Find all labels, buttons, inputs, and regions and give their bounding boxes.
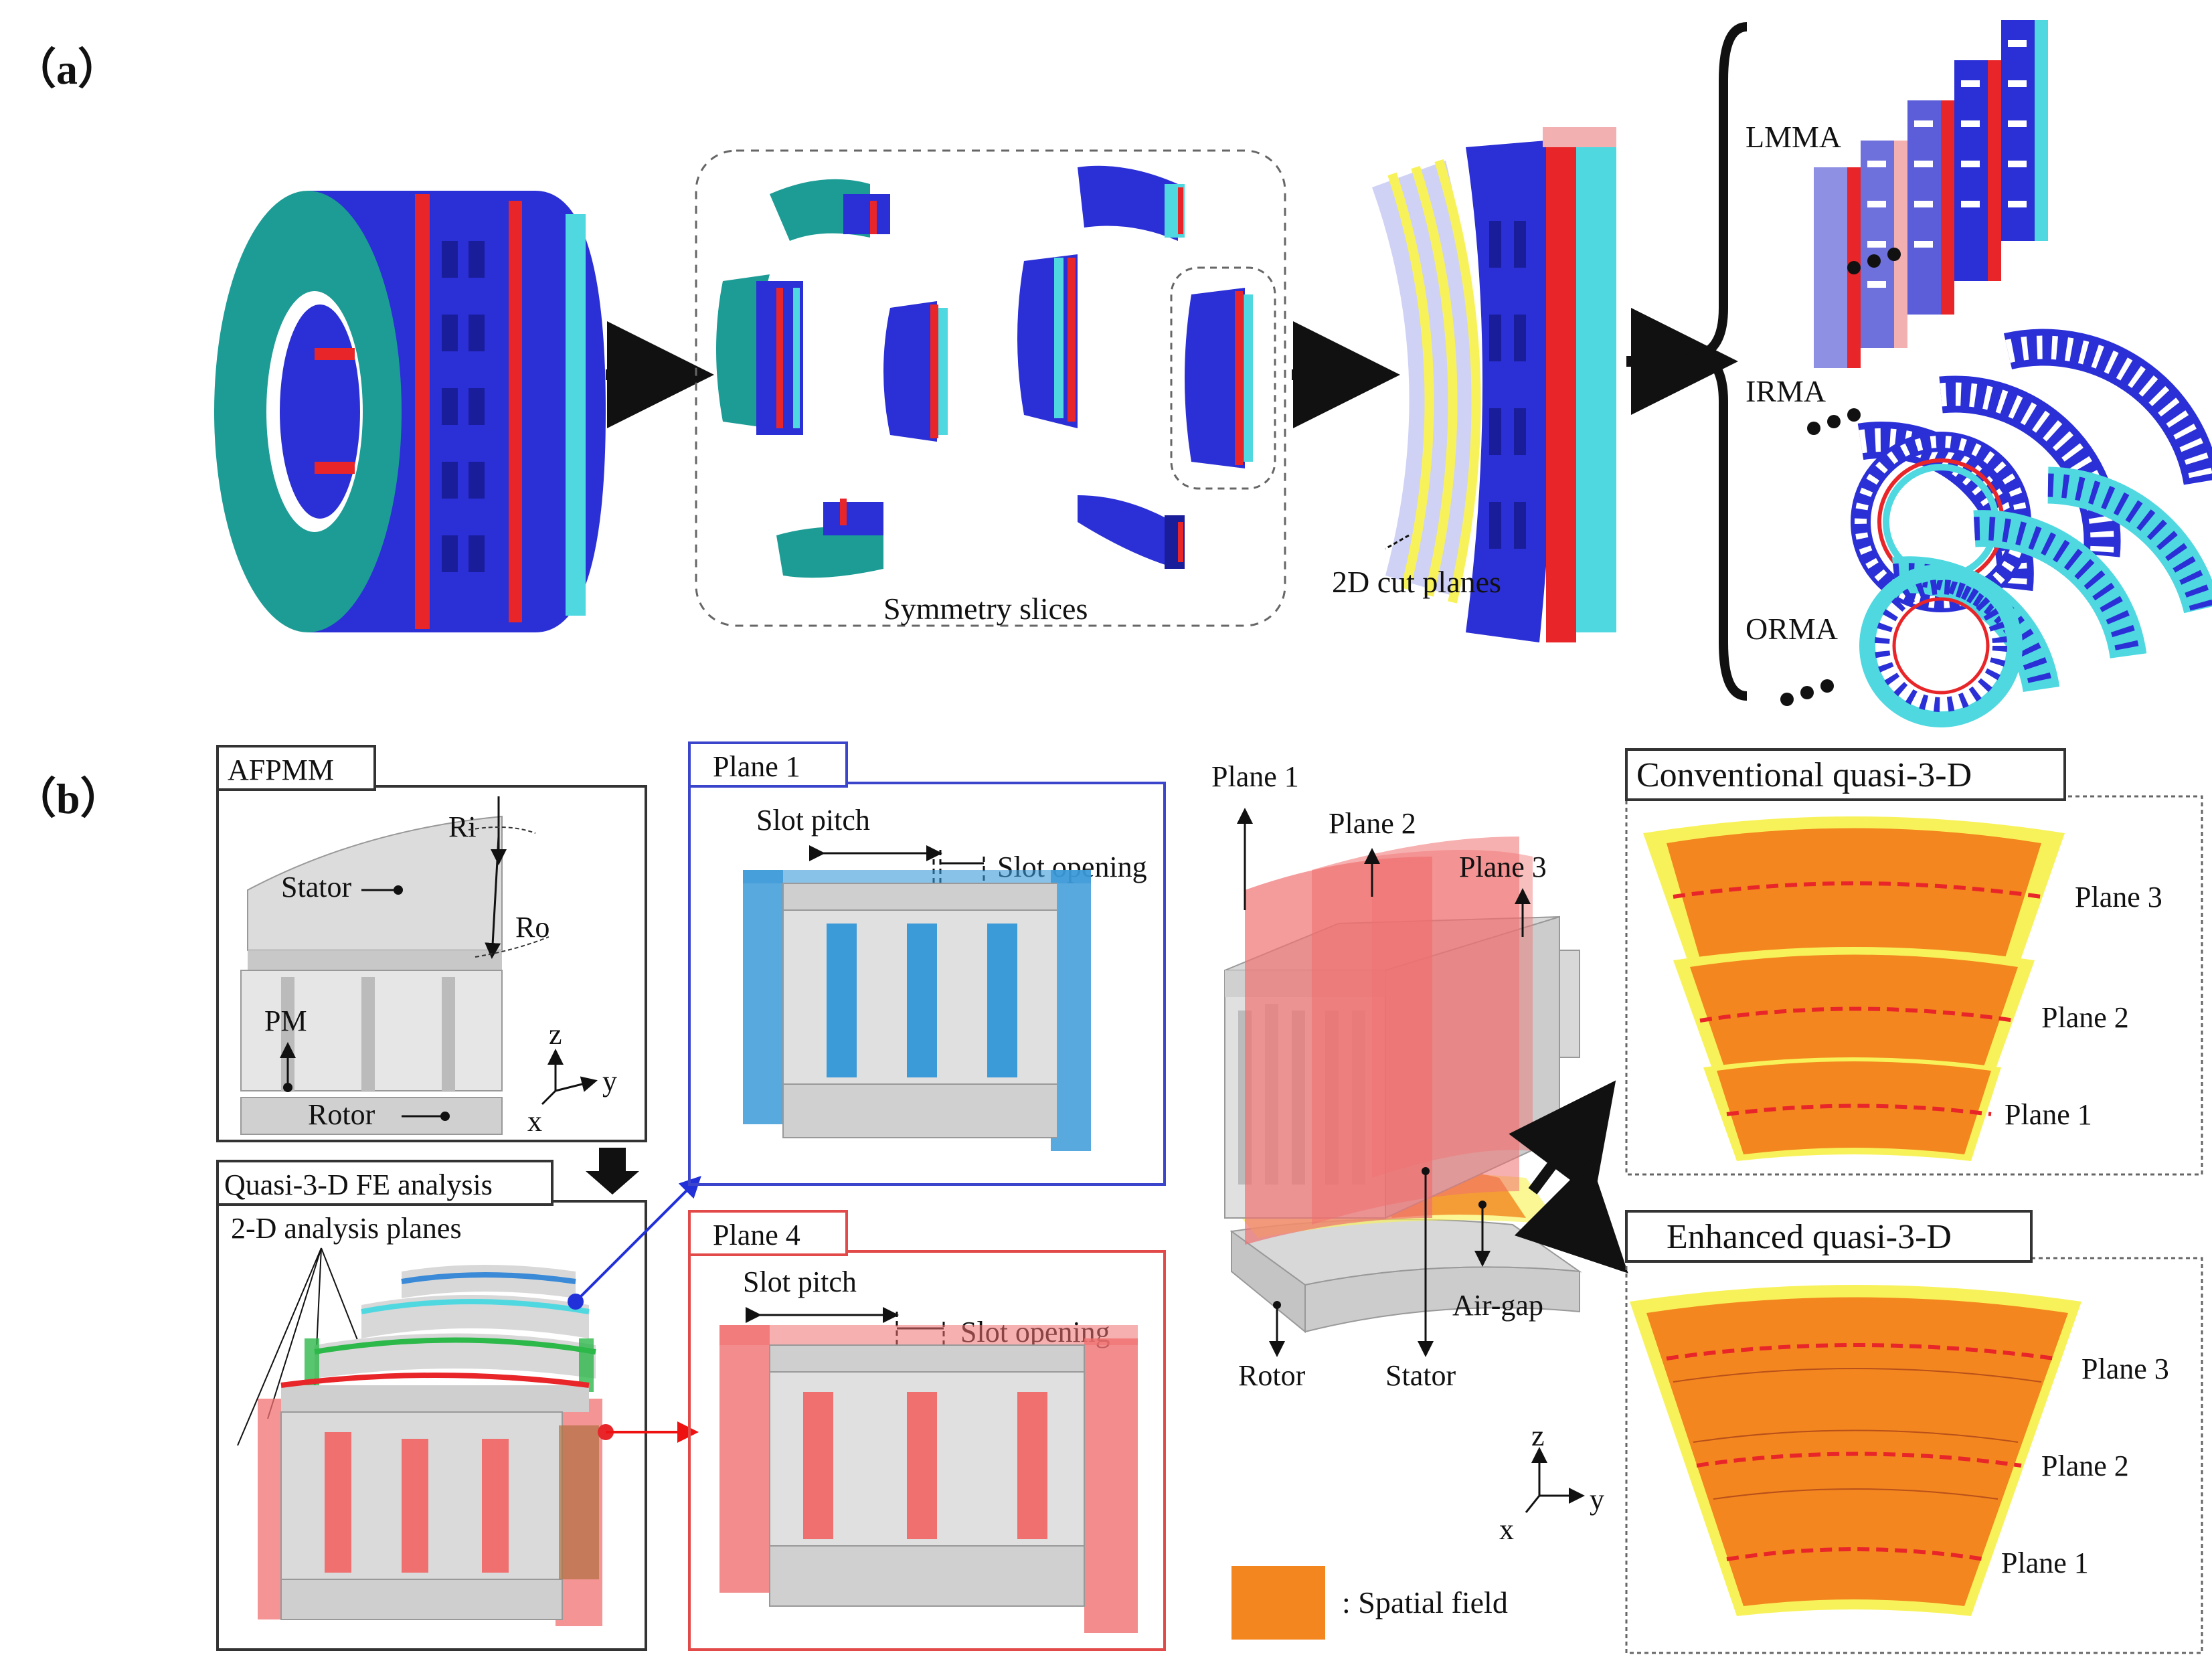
panel-b-label: （b） xyxy=(13,775,123,822)
mid-plane2-label: Plane 2 xyxy=(1329,807,1416,840)
method-orma-label: ORMA xyxy=(1746,612,1838,646)
full-machine-illustration xyxy=(214,191,606,632)
mid-axis-z: z xyxy=(1531,1419,1545,1452)
mid-airgap-label: Air-gap xyxy=(1452,1289,1543,1322)
plane4-title: Plane 4 xyxy=(713,1219,800,1251)
conventional-panel: Conventional quasi-3-D Plane 3 Plane 2 P… xyxy=(1625,748,2203,1176)
mid-axis-y: y xyxy=(1590,1483,1604,1516)
enhanced-panel: Enhanced quasi-3-D Plane 3 Plane 2 Plane… xyxy=(1625,1210,2203,1654)
middle-3d-model: Plane 1 Plane 2 Plane 3 Air-gap Rotor St… xyxy=(1211,760,1582,1392)
symmetry-slices-label: Symmetry slices xyxy=(883,592,1088,626)
plane1-slot-pitch: Slot pitch xyxy=(756,804,870,837)
enhanced-plane1-label: Plane 1 xyxy=(2001,1547,2089,1579)
afpmm-title: AFPMM xyxy=(228,754,334,786)
afpmm-panel: AFPMM Ri Ro Stator PM Rotor z y x xyxy=(216,745,647,1142)
orma-illustration xyxy=(1780,466,2212,727)
conventional-plane1-label: Plane 1 xyxy=(2005,1098,2092,1131)
quasi-3d-panel: Quasi-3-D FE analysis 2-D analysis plane… xyxy=(216,1160,647,1651)
plane4-slot-pitch: Slot pitch xyxy=(743,1265,857,1298)
method-irma-label: IRMA xyxy=(1746,374,1826,408)
method-brace xyxy=(1683,22,1748,701)
mid-rotor-label: Rotor xyxy=(1238,1359,1306,1392)
symmetry-slices-box xyxy=(695,149,1286,627)
legend-swatch xyxy=(1231,1566,1325,1640)
arrow-to-enhanced xyxy=(1514,1159,1628,1274)
enhanced-plane2-label: Plane 2 xyxy=(2041,1450,2129,1482)
plane1-title: Plane 1 xyxy=(713,750,800,783)
cut-planes-label: 2D cut planes xyxy=(1332,565,1501,599)
afpmm-axis-x: x xyxy=(527,1105,542,1138)
enhanced-plane3-label: Plane 3 xyxy=(2081,1352,2169,1385)
mid-axis-x: x xyxy=(1499,1513,1514,1546)
lmma-illustration xyxy=(1814,20,2048,368)
afpmm-stator-label: Stator xyxy=(281,871,351,903)
connector-plane1 xyxy=(574,1176,701,1303)
conventional-plane3-label: Plane 3 xyxy=(2075,881,2162,913)
afpmm-pm-label: PM xyxy=(264,1004,307,1037)
cut-planes-segment xyxy=(1372,127,1616,642)
mid-axes: z y x xyxy=(1499,1419,1604,1546)
conventional-title: Conventional quasi-3-D xyxy=(1636,756,1972,794)
afpmm-ri-label: Ri xyxy=(448,810,477,843)
afpmm-axis-z: z xyxy=(549,1018,562,1051)
down-arrow xyxy=(586,1148,639,1195)
afpmm-rotor-label: Rotor xyxy=(308,1098,375,1131)
afpmm-ro-label: Ro xyxy=(515,911,549,944)
plane4-panel: Plane 4 Slot pitch Slot opening xyxy=(688,1210,1166,1651)
conventional-plane2-label: Plane 2 xyxy=(2041,1001,2129,1034)
mid-stator-label: Stator xyxy=(1385,1359,1456,1392)
afpmm-axis-y: y xyxy=(602,1065,617,1098)
mid-plane1-label: Plane 1 xyxy=(1211,760,1299,793)
quasi-title: Quasi-3-D FE analysis xyxy=(224,1168,493,1201)
enhanced-title: Enhanced quasi-3-D xyxy=(1667,1218,1952,1256)
irma-illustration xyxy=(1807,329,2212,612)
panel-a-label: （a） xyxy=(13,46,120,93)
symmetry-slices xyxy=(716,165,1276,578)
mid-plane3-label: Plane 3 xyxy=(1459,851,1547,883)
method-lmma-label: LMMA xyxy=(1746,120,1841,154)
plane1-panel: Plane 1 Slot pitch Slot opening xyxy=(688,741,1166,1186)
legend-label: : Spatial field xyxy=(1342,1585,1508,1619)
quasi-planes-label: 2-D analysis planes xyxy=(231,1212,462,1245)
